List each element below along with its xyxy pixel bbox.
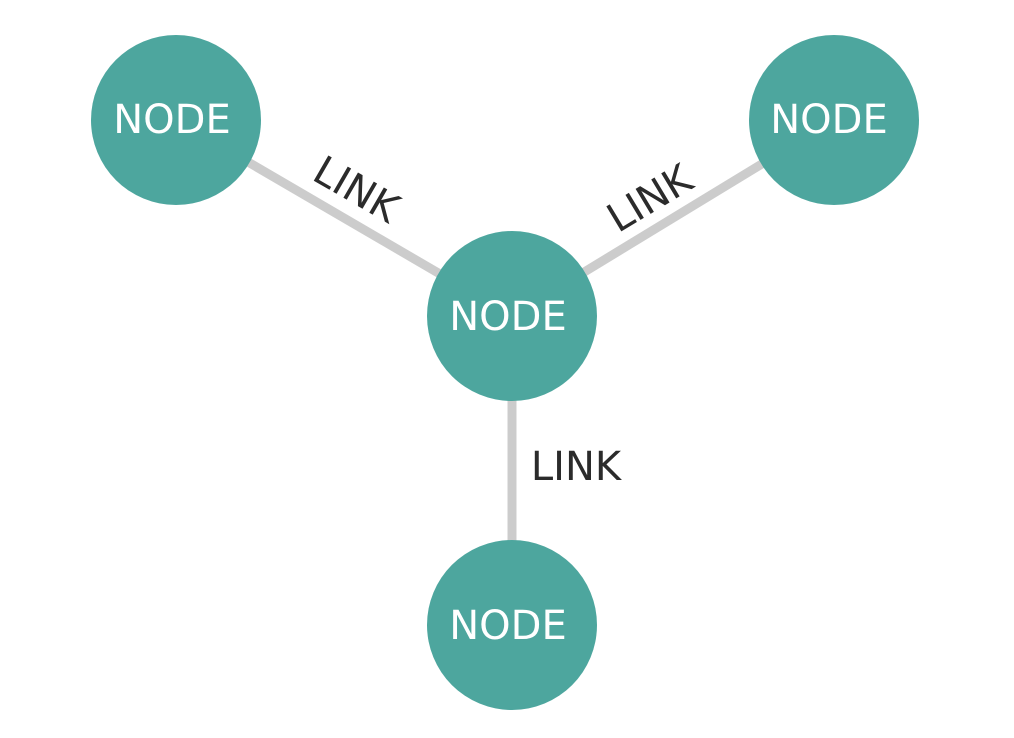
node-bottom: NODE <box>427 540 597 710</box>
node-top-right-label: NODE <box>770 97 887 143</box>
node-top-right-circle <box>749 35 919 205</box>
node-top-left-label: NODE <box>113 97 230 143</box>
node-top-left: NODE <box>91 35 261 205</box>
node-top-right: NODE <box>749 35 919 205</box>
link-label-bottom: LINK <box>531 444 623 490</box>
node-bottom-circle <box>427 540 597 710</box>
node-center-label: NODE <box>449 294 566 340</box>
node-center: NODE <box>427 231 597 401</box>
node-top-left-circle <box>91 35 261 205</box>
node-center-circle <box>427 231 597 401</box>
node-bottom-label: NODE <box>449 603 566 649</box>
